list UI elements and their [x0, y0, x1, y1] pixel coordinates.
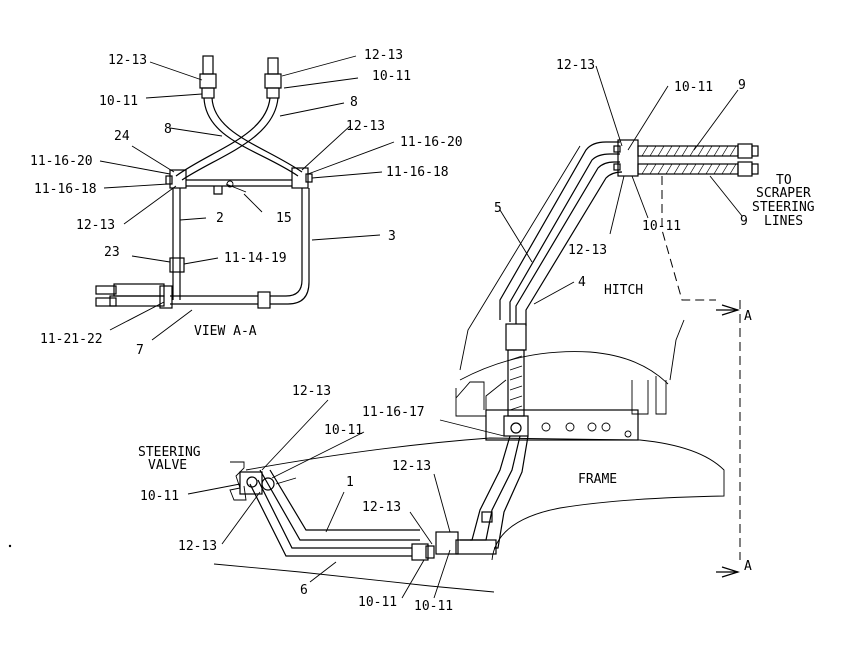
- callout-9: 9: [738, 78, 746, 93]
- to-scraper-label: SCRAPER: [756, 186, 811, 201]
- callout-15: 15: [276, 211, 292, 226]
- leader-lines: [99, 55, 743, 599]
- view-label: VIEW A-A: [194, 324, 257, 339]
- callout-3: 3: [388, 229, 396, 244]
- section-a-label: A: [744, 559, 752, 574]
- callout-11-16-18: 11-16-18: [386, 165, 449, 180]
- hitch-label: HITCH: [604, 283, 643, 298]
- section-a-label: A: [744, 309, 752, 324]
- callout-10-11: 10-11: [674, 80, 713, 95]
- to-scraper-label: LINES: [764, 214, 803, 229]
- callout-1: 1: [346, 475, 354, 490]
- to-scraper-label: TO: [776, 173, 792, 188]
- callout-8: 8: [164, 122, 172, 137]
- callout-10-11: 10-11: [372, 69, 411, 84]
- frame-label: FRAME: [578, 472, 617, 487]
- callout-11-21-22: 11-21-22: [40, 332, 103, 347]
- callout-11-14-19: 11-14-19: [224, 251, 287, 266]
- callout-11-16-20: 11-16-20: [400, 135, 463, 150]
- callout-12-13: 12-13: [556, 58, 595, 73]
- view-a-a-drawing: [95, 55, 313, 309]
- callout-6: 6: [300, 583, 308, 598]
- steering-valve-label: VALVE: [148, 458, 187, 473]
- callout-11-16-18: 11-16-18: [34, 182, 97, 197]
- callout-10-11: 10-11: [414, 599, 453, 614]
- callout-12-13: 12-13: [108, 53, 147, 68]
- machine-drawing: [8, 139, 759, 593]
- callout-23: 23: [104, 245, 120, 260]
- callout-10-11: 10-11: [324, 423, 363, 438]
- callout-5: 5: [494, 201, 502, 216]
- callout-11-16-20: 11-16-20: [30, 154, 93, 169]
- callout-10-11: 10-11: [140, 489, 179, 504]
- callout-8: 8: [350, 95, 358, 110]
- callout-24: 24: [114, 129, 130, 144]
- callout-2: 2: [216, 211, 224, 226]
- callout-12-13: 12-13: [292, 384, 331, 399]
- callout-4: 4: [578, 275, 586, 290]
- callout-10-11: 10-11: [642, 219, 681, 234]
- callout-7: 7: [136, 343, 144, 358]
- callout-12-13: 12-13: [364, 48, 403, 63]
- callout-12-13: 12-13: [568, 243, 607, 258]
- steering-valve-label: STEERING: [138, 445, 201, 460]
- callout-12-13: 12-13: [178, 539, 217, 554]
- callout-12-13: 12-13: [76, 218, 115, 233]
- callout-labels: 12-13 10-11 12-13 10-11 8 8 24 11-16-20 …: [30, 48, 815, 614]
- callout-12-13: 12-13: [346, 119, 385, 134]
- callout-9: 9: [740, 214, 748, 229]
- callout-12-13: 12-13: [362, 500, 401, 515]
- callout-12-13: 12-13: [392, 459, 431, 474]
- to-scraper-label: STEERING: [752, 200, 815, 215]
- callout-10-11: 10-11: [358, 595, 397, 610]
- callout-11-16-17: 11-16-17: [362, 405, 425, 420]
- callout-10-11: 10-11: [99, 94, 138, 109]
